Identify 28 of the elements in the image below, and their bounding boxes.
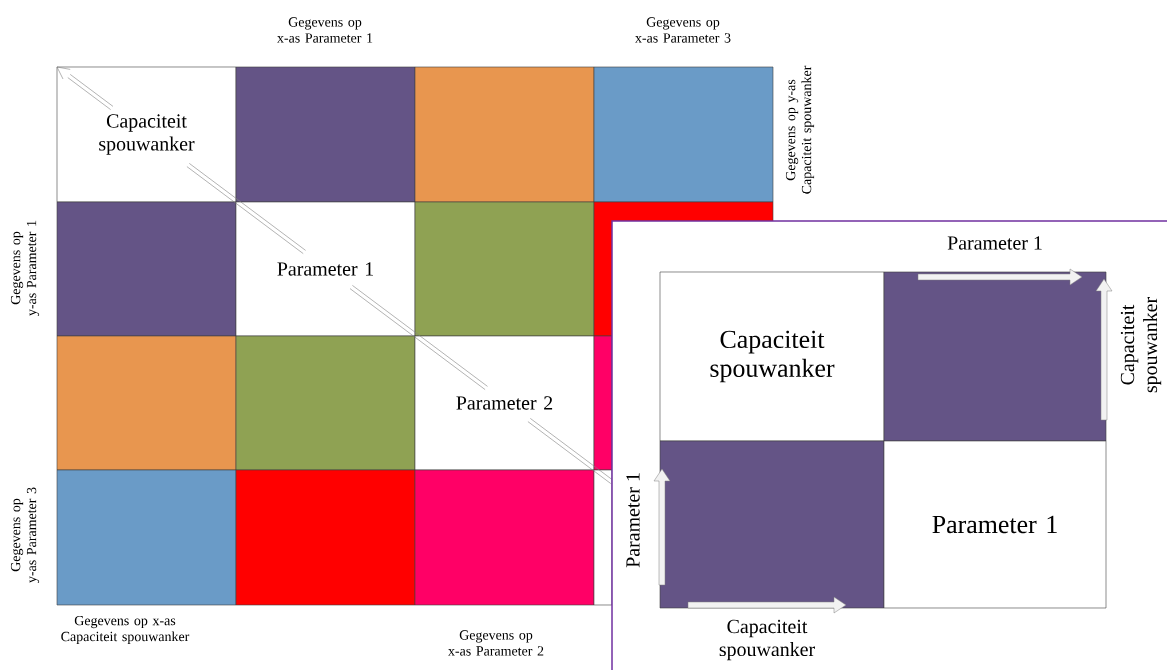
grid-cell: [235, 66, 416, 203]
grid-cell: [414, 201, 595, 337]
axis-label: Gegevens op y-as Capaciteit spouwanker: [785, 65, 815, 194]
grid-cell: Parameter 1: [883, 440, 1107, 609]
arrow-label: Parameter 1: [947, 236, 1042, 250]
axis-label: Gegevens op x-as Parameter 3: [635, 17, 731, 43]
arrow-label: Capaciteit spouwanker: [1120, 297, 1162, 393]
grid-cell: [593, 335, 613, 471]
grid-cell: [56, 201, 237, 337]
grid-cell: [593, 66, 774, 203]
grid-cell: Capaciteit spouwanker: [659, 271, 885, 442]
grid-cell: [593, 469, 613, 606]
grid-cell: Parameter 1: [235, 201, 416, 337]
grid-cell: [235, 469, 416, 606]
grid-cell: [659, 440, 885, 609]
arrow-label: Parameter 1: [626, 473, 640, 568]
grid-cell: [414, 469, 595, 606]
grid-cell: [56, 335, 237, 471]
grid-cell: Capaciteit spouwanker: [56, 66, 237, 203]
grid-cell: [414, 66, 595, 203]
axis-label: Gegevens op y-as Parameter 1: [10, 220, 40, 316]
grid-cell: [235, 335, 416, 471]
axis-label: Gegevens op y-as Parameter 3: [10, 487, 40, 583]
grid-cell: Parameter 2: [414, 335, 595, 471]
grid-cell: [883, 271, 1107, 442]
axis-label: Gegevens op x-as Parameter 2: [448, 630, 544, 656]
grid-cell: [56, 469, 237, 606]
axis-label: Gegevens op x-as Parameter 1: [277, 17, 373, 43]
